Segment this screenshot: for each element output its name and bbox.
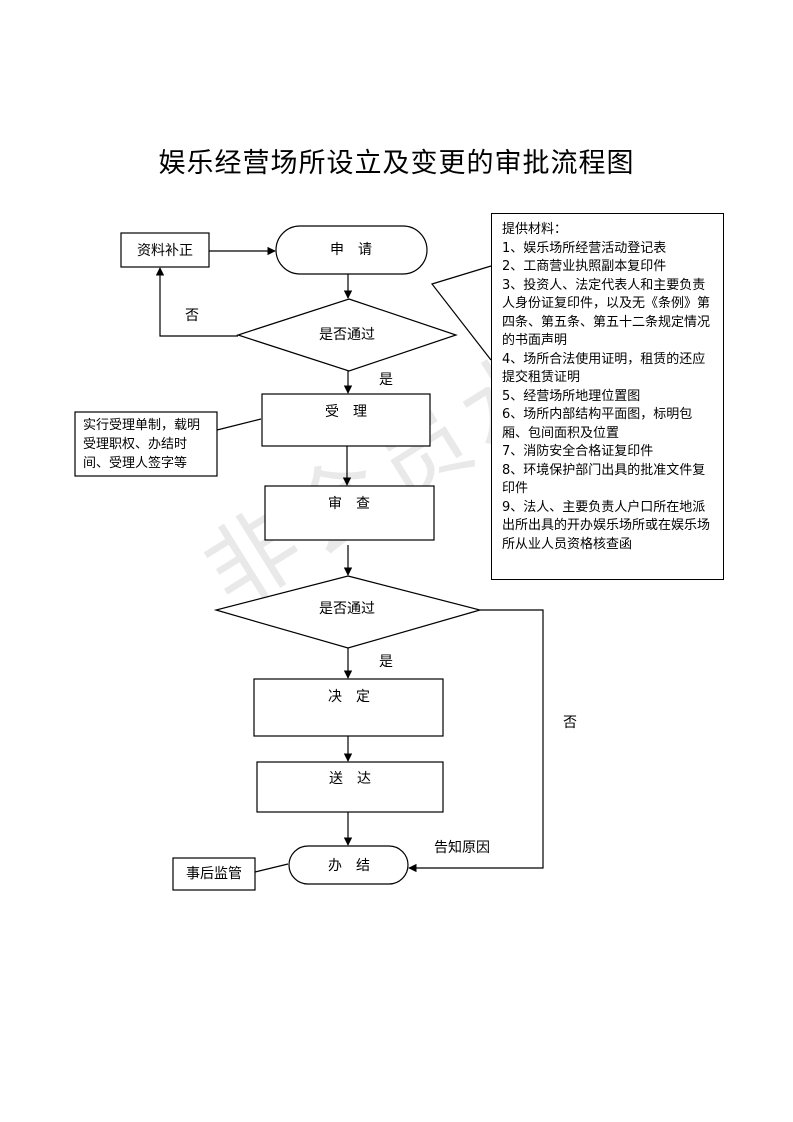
edge-note-accept	[216, 418, 262, 431]
materials-item: 7、消防安全合格证复印件	[502, 444, 654, 459]
notify-reason-label: 告知原因	[434, 840, 490, 856]
no-label-1: 否	[185, 308, 199, 324]
no-label-2: 否	[563, 715, 577, 731]
materials-item: 3、投资人、法定代表人和主要负责人身份证复印件，以及无《条例》第四条、第五条、第…	[502, 277, 711, 349]
materials-heading: 提供材料：	[502, 222, 568, 237]
materials-item: 5、经营场所地理位置图	[502, 388, 641, 404]
accept-note-box	[74, 411, 218, 477]
materials-callout-pointer	[430, 265, 492, 361]
materials-box: 提供材料： 1、娱乐场所经营活动登记表 2、工商营业执照副本复印件 3、投资人、…	[491, 213, 724, 580]
decision1-diamond	[236, 298, 458, 372]
decision1-label: 是否通过	[319, 327, 375, 343]
yes-label-2: 是	[379, 654, 393, 670]
review-label: 审 查	[328, 496, 370, 512]
materials-item: 8、环境保护部门出具的批准文件复印件	[502, 462, 706, 497]
accept-label: 受 理	[325, 404, 367, 420]
materials-item: 2、工商营业执照副本复印件	[502, 259, 667, 274]
complete-terminator	[288, 845, 409, 885]
page-title: 娱乐经营场所设立及变更的审批流程图	[158, 148, 635, 179]
supplement-label: 资料补正	[137, 243, 193, 259]
deliver-box	[256, 761, 444, 813]
materials-item: 9、法人、主要负责人户口所在地派出所出具的开办娱乐场所或在娱乐场所从业人员资格核…	[502, 499, 711, 552]
apply-label: 申 请	[330, 242, 372, 258]
complete-label: 办 结	[328, 858, 370, 874]
accept-box	[261, 393, 431, 447]
accept-note-line: 受理职权、办结时	[83, 437, 188, 452]
decision2-label: 是否通过	[319, 601, 375, 617]
yes-label-1: 是	[379, 372, 393, 388]
edge-supervision-complete	[254, 863, 289, 873]
edge-decision1-no	[155, 267, 238, 337]
decide-box	[253, 678, 444, 737]
supplement-box	[120, 232, 210, 268]
decide-label: 决 定	[328, 689, 370, 705]
deliver-label: 送 达	[329, 771, 371, 787]
review-box	[264, 485, 435, 541]
materials-item: 4、场所合法使用证明，租赁的还应提交租赁证明	[502, 351, 706, 386]
edge-decision2-no	[408, 609, 544, 873]
apply-terminator	[275, 225, 428, 275]
post-supervision-label: 事后监管	[186, 866, 242, 882]
accept-note-line: 间、受理人签字等	[83, 456, 188, 471]
materials-item: 6、场所内部结构平面图，标明包厢、包间面积及位置	[502, 407, 693, 441]
accept-note: 实行受理单制，载明 受理职权、办结时 间、受理人签字等	[83, 416, 215, 473]
materials-item: 1、娱乐场所经营活动登记表	[502, 240, 667, 256]
accept-note-line: 实行受理单制，载明	[83, 418, 201, 433]
post-supervision-box	[172, 857, 256, 891]
